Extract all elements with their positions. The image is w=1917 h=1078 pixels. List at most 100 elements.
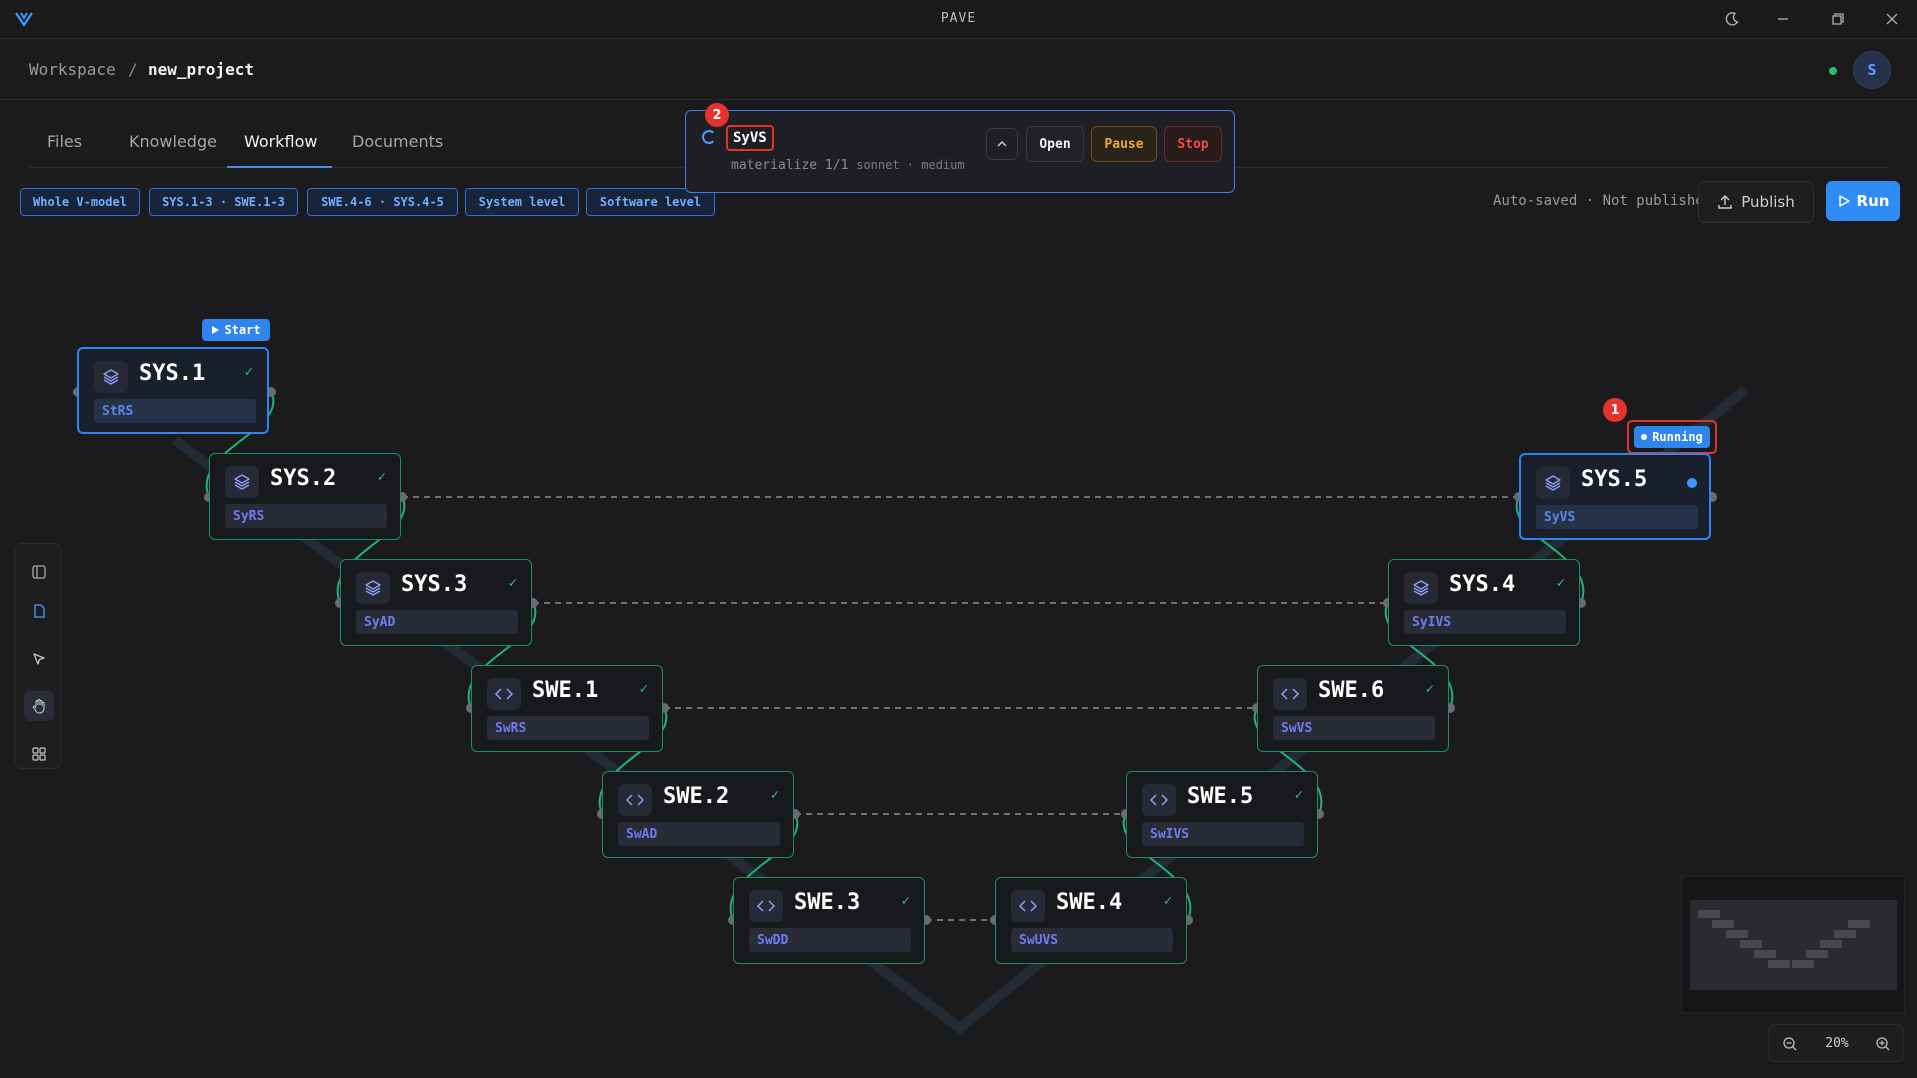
node-sys3[interactable]: SYS.3 ✓ SyAD xyxy=(340,559,532,646)
tab-knowledge[interactable]: Knowledge xyxy=(129,132,217,151)
check-icon: ✓ xyxy=(639,681,648,697)
node-swe2[interactable]: SWE.2 ✓ SwAD xyxy=(602,771,794,858)
node-title: SYS.4 xyxy=(1449,572,1516,597)
node-swe1[interactable]: SWE.1 ✓ SwRS xyxy=(471,665,663,752)
code-icon xyxy=(1273,678,1307,710)
layers-icon xyxy=(1536,467,1570,499)
node-artifact: SyVS xyxy=(1536,505,1698,529)
check-icon: ✓ xyxy=(901,893,910,909)
check-icon: ✓ xyxy=(1556,575,1565,591)
chevron-up-icon xyxy=(997,140,1007,147)
running-label: Running xyxy=(1652,430,1703,444)
node-title: SYS.3 xyxy=(401,572,468,597)
restore-icon[interactable] xyxy=(1827,8,1849,30)
node-artifact: StRS xyxy=(94,399,256,423)
layers-icon xyxy=(356,572,390,604)
node-artifact: SyIVS xyxy=(1404,610,1566,634)
run-button[interactable]: Run xyxy=(1826,181,1900,221)
node-artifact: SwDD xyxy=(749,928,911,952)
node-artifact: SwUVS xyxy=(1011,928,1173,952)
publish-label: Publish xyxy=(1741,193,1795,211)
minimap-node xyxy=(1740,940,1762,948)
minimap-node xyxy=(1754,950,1776,958)
tab-files[interactable]: Files xyxy=(47,132,83,151)
check-icon: ✓ xyxy=(244,364,253,380)
document-tool[interactable] xyxy=(24,596,54,626)
layers-icon xyxy=(1404,572,1438,604)
check-icon: ✓ xyxy=(508,575,517,591)
node-swe3[interactable]: SWE.3 ✓ SwDD xyxy=(733,877,925,964)
node-swe6[interactable]: SWE.6 ✓ SwVS xyxy=(1257,665,1449,752)
node-artifact: SwAD xyxy=(618,822,780,846)
page-header: Workspace / new_project S xyxy=(0,40,1917,100)
tab-documents[interactable]: Documents xyxy=(352,132,444,151)
minimap-node xyxy=(1726,930,1748,938)
code-icon xyxy=(618,784,652,816)
online-status-dot xyxy=(1829,67,1837,75)
collapse-popover-button[interactable] xyxy=(986,128,1018,160)
file-icon xyxy=(34,604,45,618)
minimap-node xyxy=(1768,960,1790,968)
theme-toggle-moon-icon[interactable] xyxy=(1721,8,1743,30)
stop-button[interactable]: Stop xyxy=(1164,126,1222,162)
run-task-info: materialize 1/1 sonnet · medium xyxy=(731,158,965,173)
minimap-node xyxy=(1712,920,1734,928)
minimap-node xyxy=(1848,920,1870,928)
hand-icon xyxy=(32,698,45,714)
close-icon[interactable] xyxy=(1881,8,1903,30)
zoom-level: 20% xyxy=(1825,1036,1849,1051)
check-icon: ✓ xyxy=(770,787,779,803)
title-bar: PAVE xyxy=(0,0,1917,39)
filter-swe4-6-sys4-5[interactable]: SWE.4-6 · SYS.4-5 xyxy=(307,188,458,216)
zoom-in-icon[interactable] xyxy=(1873,1034,1893,1054)
code-icon xyxy=(749,890,783,922)
avatar[interactable]: S xyxy=(1853,51,1891,89)
select-tool[interactable] xyxy=(24,644,54,674)
active-tab-indicator xyxy=(227,166,332,168)
annotation-marker-1: 1 xyxy=(1603,398,1627,422)
minimap-node xyxy=(1820,940,1842,948)
check-icon: ✓ xyxy=(377,469,386,485)
check-icon: ✓ xyxy=(1163,893,1172,909)
pause-button[interactable]: Pause xyxy=(1091,126,1157,162)
layers-icon xyxy=(225,466,259,498)
run-label: Run xyxy=(1856,192,1890,210)
node-swe4[interactable]: SWE.4 ✓ SwUVS xyxy=(995,877,1187,964)
minimize-icon[interactable] xyxy=(1772,8,1794,30)
filter-whole-v-model[interactable]: Whole V-model xyxy=(20,188,140,216)
filter-system-level[interactable]: System level xyxy=(465,188,579,216)
filter-sys1-3-swe1-3[interactable]: SYS.1-3 · SWE.1-3 xyxy=(149,188,298,216)
node-title: SWE.6 xyxy=(1318,678,1385,703)
check-icon: ✓ xyxy=(1425,681,1434,697)
play-icon xyxy=(212,326,220,334)
node-title: SWE.5 xyxy=(1187,784,1254,809)
run-task: materialize 1/1 xyxy=(731,158,849,173)
node-swe5[interactable]: SWE.5 ✓ SwIVS xyxy=(1126,771,1318,858)
run-status-popover: SyVS materialize 1/1 sonnet · medium Ope… xyxy=(685,110,1235,193)
breadcrumb-workspace[interactable]: Workspace xyxy=(29,60,116,79)
fit-view-tool[interactable] xyxy=(24,739,54,769)
node-sys1[interactable]: SYS.1 ✓ StRS xyxy=(77,347,269,434)
minimap-viewport xyxy=(1690,900,1897,990)
toggle-panel-tool[interactable] xyxy=(24,557,54,587)
minimap[interactable] xyxy=(1681,876,1905,1013)
publish-button[interactable]: Publish xyxy=(1698,181,1814,223)
autosave-status: Auto-saved · Not published xyxy=(1493,193,1713,209)
grid-icon xyxy=(32,747,46,761)
canvas-toolrail xyxy=(14,543,62,769)
zoom-out-icon[interactable] xyxy=(1780,1034,1800,1054)
minimap-node xyxy=(1806,950,1828,958)
open-button[interactable]: Open xyxy=(1026,126,1084,162)
node-sys2[interactable]: SYS.2 ✓ SyRS xyxy=(209,453,401,540)
node-sys5[interactable]: SYS.5 SyVS xyxy=(1519,453,1711,540)
node-artifact: SyRS xyxy=(225,504,387,528)
upload-icon xyxy=(1718,195,1732,209)
node-title: SWE.2 xyxy=(663,784,730,809)
tab-workflow[interactable]: Workflow xyxy=(244,132,318,151)
pan-tool[interactable] xyxy=(24,691,54,721)
node-title: SWE.4 xyxy=(1056,890,1123,915)
node-sys4[interactable]: SYS.4 ✓ SyIVS xyxy=(1388,559,1580,646)
node-artifact: SyAD xyxy=(356,610,518,634)
cursor-icon xyxy=(33,653,45,665)
minimap-node xyxy=(1792,960,1814,968)
